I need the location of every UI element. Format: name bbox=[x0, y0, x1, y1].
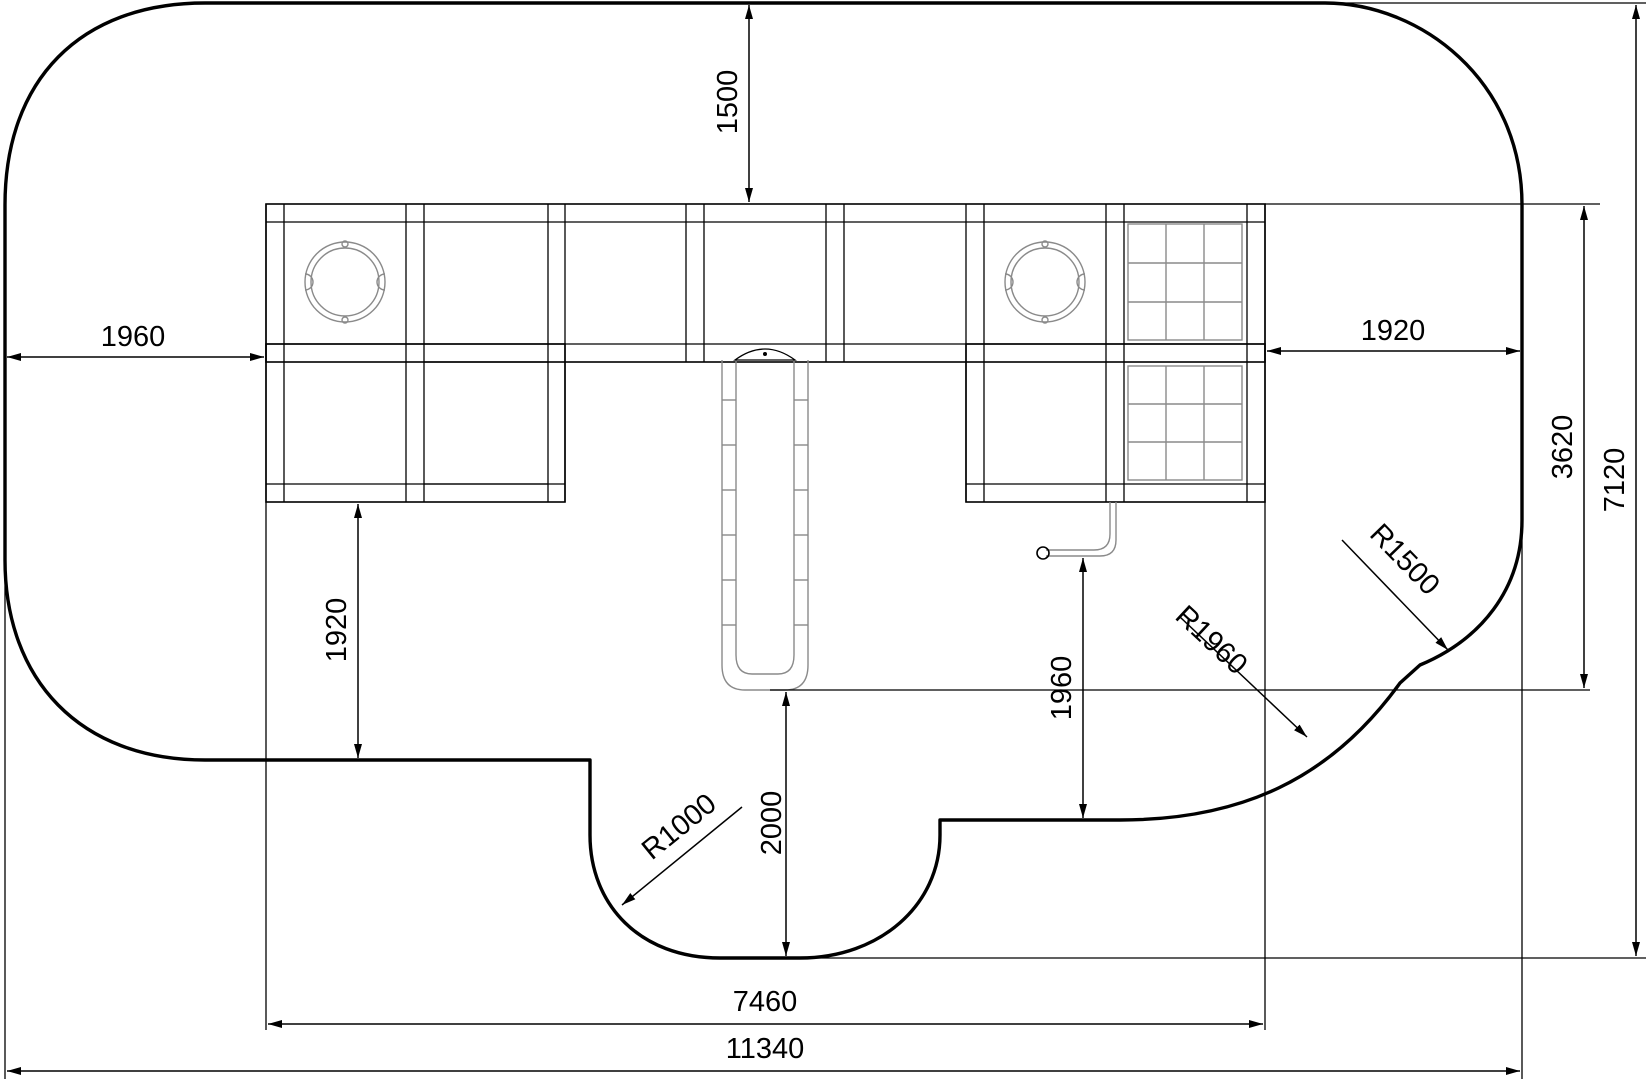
dimension-labels: 1500 1960 1920 3620 7120 1920 1960 2000 … bbox=[101, 70, 1631, 1065]
dim-radius-mid: R1960 bbox=[1169, 600, 1253, 682]
dim-total-depth: 7120 bbox=[1599, 448, 1631, 513]
slide-icon bbox=[721, 348, 809, 691]
dim-left-front: 1920 bbox=[321, 598, 353, 663]
right-lower-frame bbox=[965, 343, 1266, 503]
dim-right-front: 1960 bbox=[1046, 656, 1078, 721]
dim-line-radius-inner bbox=[621, 806, 743, 906]
left-lower-frame bbox=[265, 343, 566, 503]
steering-wheel-icon bbox=[1004, 240, 1086, 324]
dim-top-clearance: 1500 bbox=[712, 70, 744, 135]
safety-zone-outline bbox=[3, 1, 1524, 960]
dim-right-clearance: 1920 bbox=[1361, 315, 1426, 347]
dim-radius-inner: R1000 bbox=[636, 788, 723, 867]
dim-slide-clearance: 2000 bbox=[756, 791, 788, 856]
steering-wheel-icon bbox=[304, 240, 386, 324]
dim-line-radius-outer bbox=[1341, 539, 1449, 651]
dimension-lines bbox=[7, 4, 1640, 1075]
handrail-icon bbox=[1036, 502, 1117, 560]
dim-total-width: 11340 bbox=[726, 1033, 805, 1065]
play-structure bbox=[265, 203, 1266, 691]
posts bbox=[283, 204, 1248, 502]
dim-line-radius-mid bbox=[1179, 616, 1308, 738]
dim-left-clearance: 1960 bbox=[101, 321, 166, 353]
climbing-net-icon bbox=[1127, 223, 1243, 341]
extension-lines bbox=[4, 2, 1646, 1079]
dim-structure-width: 7460 bbox=[733, 986, 798, 1018]
climbing-net-icon bbox=[1127, 365, 1243, 481]
top-row-frame bbox=[265, 203, 1266, 363]
dim-structure-depth: 3620 bbox=[1547, 415, 1579, 480]
dim-radius-outer: R1500 bbox=[1363, 518, 1445, 602]
